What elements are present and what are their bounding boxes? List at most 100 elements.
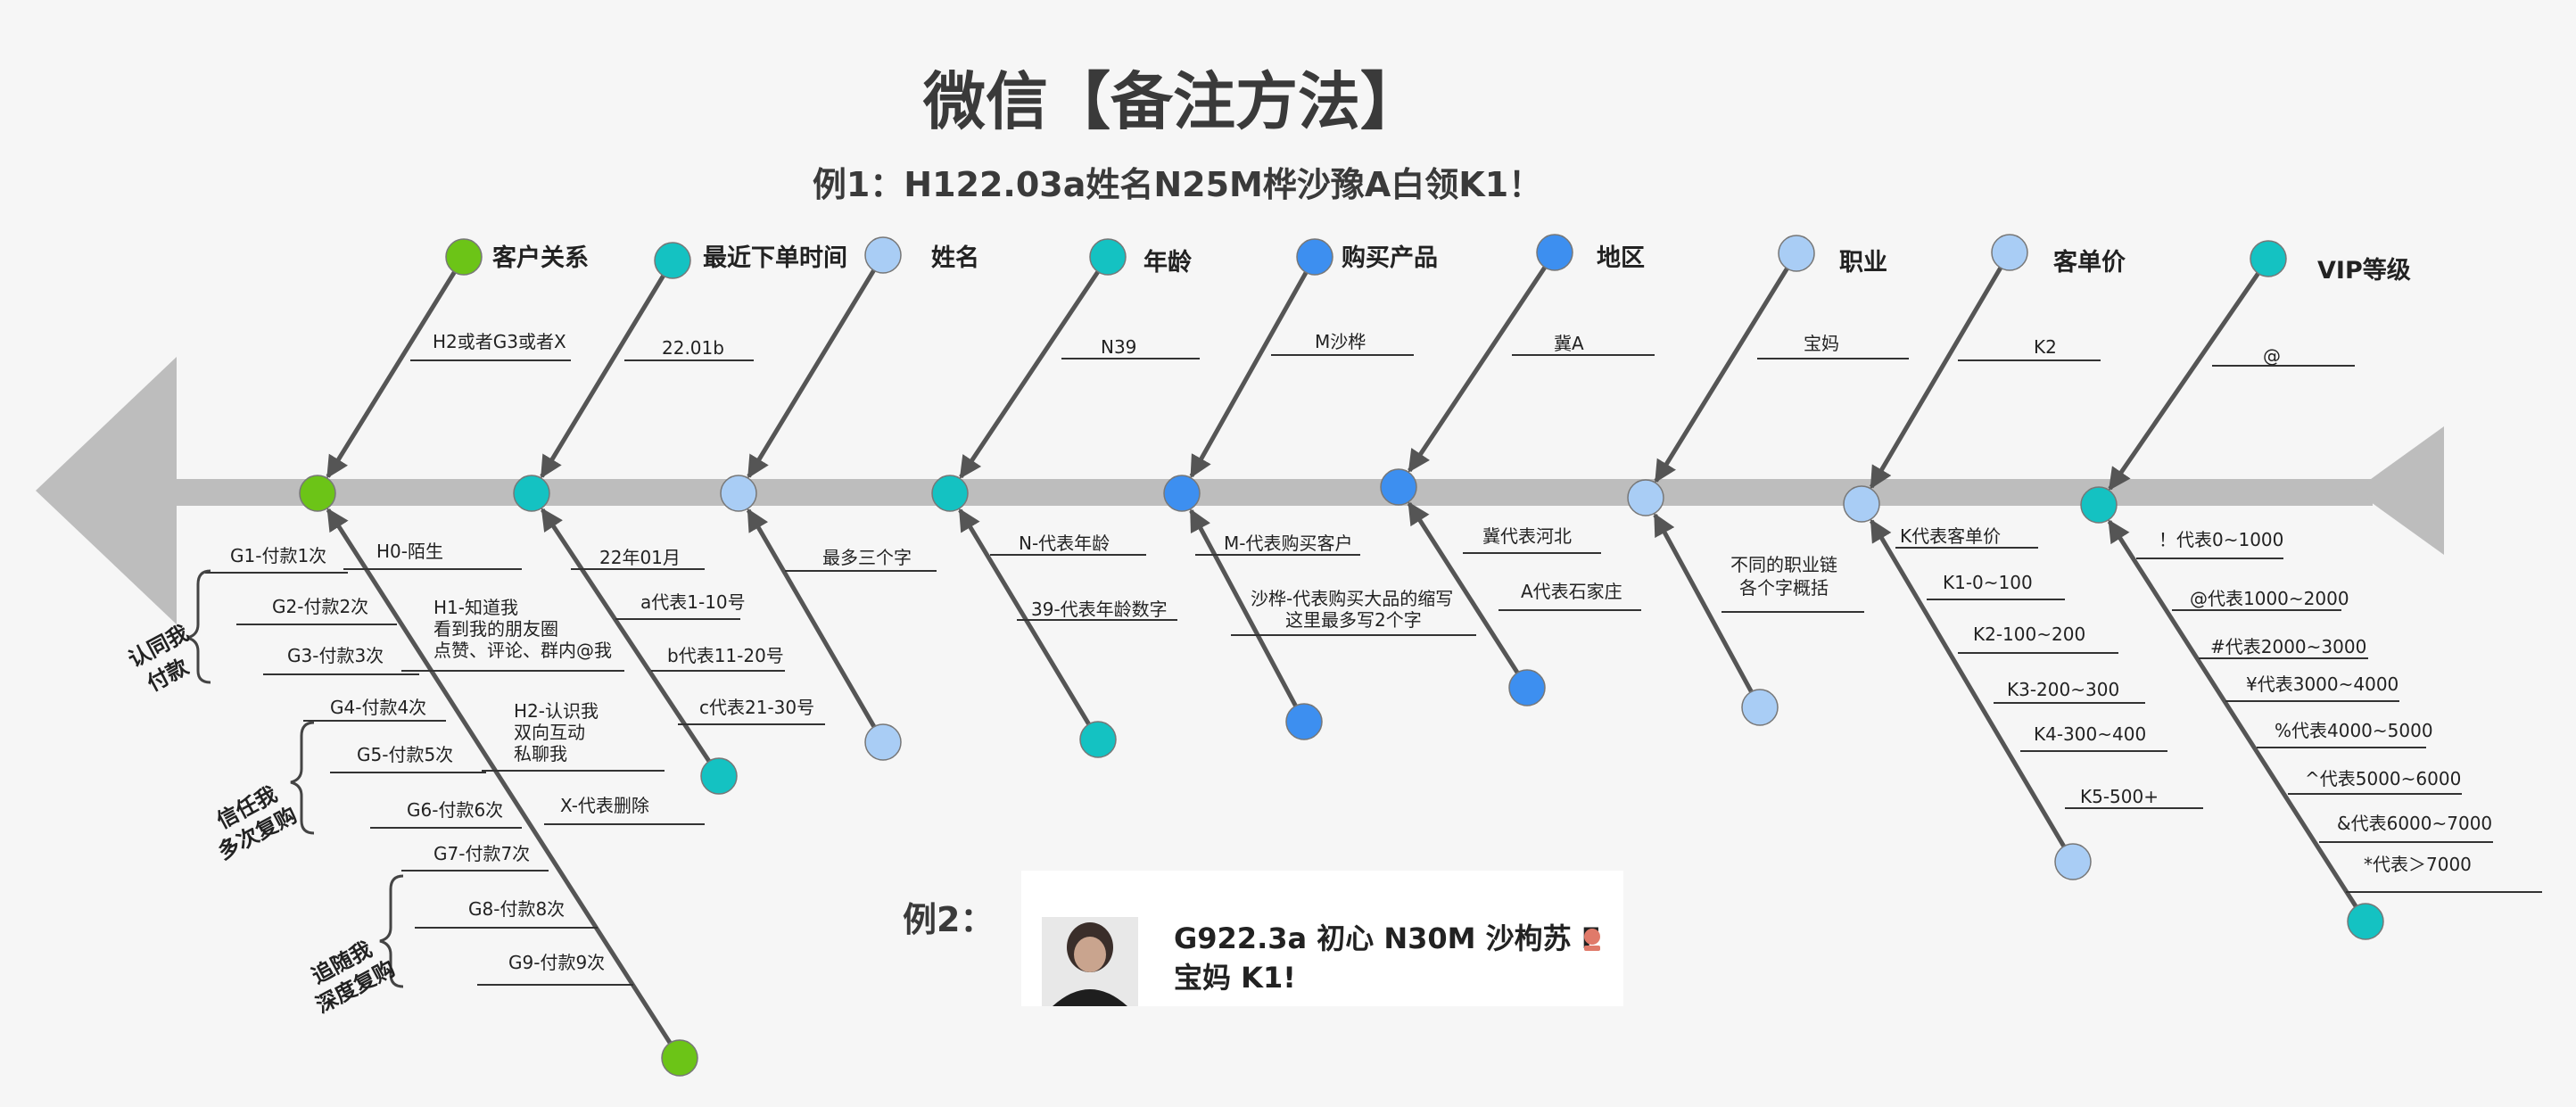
bottom-node-relation	[661, 1039, 698, 1077]
fish-head	[36, 357, 177, 624]
note-vip-2: #代表2000~3000	[2210, 636, 2366, 657]
top-node-price	[1991, 234, 2028, 271]
note-time-0: 22年01月	[599, 547, 681, 568]
note-g8: G8-付款8次	[468, 898, 565, 920]
lower-bones	[299, 468, 2384, 1077]
note-product-0: M-代表购买客户	[1224, 533, 1352, 554]
note-vip-3: ¥代表3000~4000	[2246, 673, 2398, 695]
top-node-vip	[2250, 240, 2287, 277]
example-product: M沙桦	[1315, 331, 1366, 352]
note-price-4: K4-300~400	[2034, 723, 2146, 745]
upper-bone-name	[747, 268, 877, 479]
note-x: X-代表删除	[560, 795, 649, 816]
lower-bone-job	[1653, 513, 1754, 695]
top-node-relation	[445, 238, 483, 276]
example-order-time: 22.01b	[662, 337, 724, 359]
page-title: 微信【备注方法】	[922, 65, 1423, 138]
category-labels: 客户关系 最近下单时间 姓名 年龄 购买产品 地区 职业 客单价 VIP等级	[492, 244, 2411, 285]
category-label-price: 客单价	[2053, 248, 2126, 277]
bottom-node-vip	[2347, 903, 2384, 940]
note-h2-desc2: 私聊我	[514, 743, 567, 764]
example-2-label: 例2：	[903, 900, 994, 939]
upper-bone-price	[1870, 265, 2004, 490]
category-label-age: 年龄	[1144, 248, 1193, 277]
note-age-1: 39-代表年龄数字	[1031, 599, 1168, 620]
note-vip-4: %代表4000~5000	[2275, 720, 2433, 741]
bottom-node-region	[1508, 669, 1546, 706]
top-node-order-time	[654, 242, 691, 279]
category-label-job: 职业	[1839, 249, 1887, 277]
category-label-vip: VIP等级	[2317, 256, 2411, 285]
bottom-node-age	[1079, 721, 1117, 758]
example-vip: @	[2263, 345, 2281, 367]
note-h2: H2-认识我	[514, 700, 599, 722]
profile-emoji-icon	[1584, 929, 1600, 951]
upper-bone-region	[1408, 264, 1548, 473]
lower-bone-order-time	[541, 508, 713, 764]
lower-bone-vip	[2107, 519, 2359, 910]
category-label-relation: 客户关系	[492, 244, 589, 272]
note-product-1: 沙桦-代表购买大品的缩写	[1251, 588, 1453, 609]
top-node-region	[1536, 234, 1573, 271]
note-time-1: a代表1-10号	[640, 591, 746, 613]
upper-bone-relation	[326, 268, 458, 479]
bottom-node-order-time	[700, 757, 738, 795]
lower-bone-price	[1870, 518, 2067, 849]
note-vip-0: ！代表0~1000	[2159, 529, 2283, 550]
example-2: 例2： G922.3a 初心 N30M 沙枸苏 F 宝妈 K1!	[903, 871, 1623, 1006]
fish-tail	[2355, 426, 2444, 555]
lower-bone-relation	[326, 508, 673, 1046]
bottom-node-product	[1285, 703, 1323, 740]
note-region-0: 冀代表河北	[1482, 525, 1572, 547]
note-h1-desc1: 看到我的朋友圈	[433, 618, 558, 640]
note-price-5: K5-500+	[2080, 786, 2159, 807]
upper-bone-order-time	[540, 273, 666, 479]
note-age-0: N-代表年龄	[1019, 533, 1110, 554]
vip-notes: ！代表0~1000 @代表1000~2000 #代表2000~3000 ¥代表3…	[2136, 529, 2542, 893]
category-label-order-time: 最近下单时间	[703, 244, 847, 272]
spine-node-age	[931, 475, 969, 512]
time-notes: 22年01月 a代表1-10号 b代表11-20号 c代表21-30号	[571, 547, 825, 725]
note-g5: G5-付款5次	[357, 744, 453, 765]
lower-bone-name	[746, 508, 878, 730]
spine	[36, 357, 2444, 624]
spine-node-order-time	[513, 475, 550, 512]
bottom-node-name	[864, 723, 902, 761]
lower-bone-product	[1189, 508, 1299, 709]
note-price-2: K2-100~200	[1973, 624, 2085, 645]
example-region: 冀A	[1554, 333, 1584, 354]
lower-bone-age	[958, 508, 1092, 727]
note-time-3: c代表21-30号	[699, 697, 814, 718]
spine-node-region	[1380, 468, 1417, 506]
example-job: 宝妈	[1804, 333, 1839, 354]
spine-node-price	[1843, 485, 1880, 523]
note-vip-7: *代表＞7000	[2364, 854, 2472, 875]
note-g3: G3-付款3次	[287, 645, 384, 666]
note-region-1: A代表石家庄	[1521, 581, 1622, 602]
note-h1: H1-知道我	[433, 597, 518, 618]
note-price-1: K1-0~100	[1943, 572, 2033, 593]
example-values: H2或者G3或者X 22.01b N39 M沙桦 冀A 宝妈 K2 @	[410, 331, 2355, 367]
price-notes: K代表客单价 K1-0~100 K2-100~200 K3-200~300 K4…	[1895, 525, 2203, 809]
note-vip-5: ^代表5000~6000	[2305, 768, 2461, 789]
note-g9: G9-付款9次	[508, 952, 605, 973]
bottom-node-price	[2054, 843, 2092, 880]
group-labels: 认同我 付款 信任我 多次复购 追随我 深度复购	[124, 620, 399, 1018]
spine-node-name	[720, 475, 757, 512]
spine-node-relation	[299, 475, 336, 512]
spine-node-product	[1163, 475, 1201, 512]
note-job-1: 各个字概括	[1739, 577, 1829, 599]
category-label-name: 姓名	[931, 244, 979, 272]
upper-bone-age	[959, 268, 1102, 479]
note-g7: G7-付款7次	[433, 843, 530, 864]
lower-bone-region	[1407, 501, 1521, 676]
top-node-age	[1089, 238, 1127, 276]
spine-node-vip	[2080, 486, 2118, 524]
example-1: 例1：H122.03a姓名N25M桦沙豫A白领K1！	[813, 165, 1542, 204]
note-g1: G1-付款1次	[230, 545, 326, 566]
note-price-0: K代表客单价	[1900, 525, 2001, 547]
example-2-line1: G922.3a 初心 N30M 沙枸苏 F	[1174, 921, 1601, 955]
note-g6: G6-付款6次	[407, 799, 503, 821]
note-g4: G4-付款4次	[330, 697, 426, 718]
